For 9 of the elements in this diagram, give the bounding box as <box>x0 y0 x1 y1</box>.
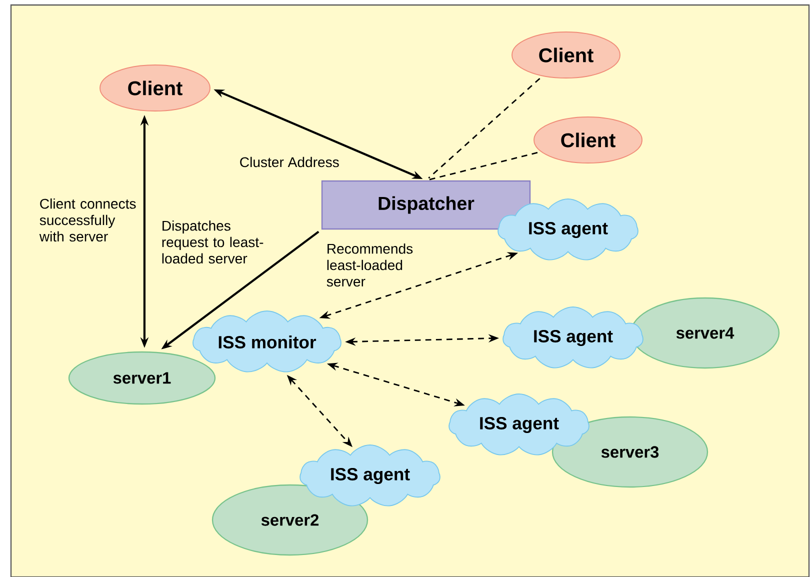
agent-cloud: ISS monitor <box>192 310 342 372</box>
edge-label: Dispatches request to least-loaded server <box>162 220 264 264</box>
edge-label: Cluster Address <box>240 156 339 168</box>
edge-label: Recommends least-loaded server <box>326 243 413 287</box>
agent-cloud: ISS agent <box>300 444 440 506</box>
agent-cloud: ISS agent <box>498 198 638 260</box>
agent-cloud: ISS agent <box>502 306 644 368</box>
edge-label: Client connects successfully with server <box>39 198 136 242</box>
agent-cloud: ISS agent <box>448 394 590 456</box>
